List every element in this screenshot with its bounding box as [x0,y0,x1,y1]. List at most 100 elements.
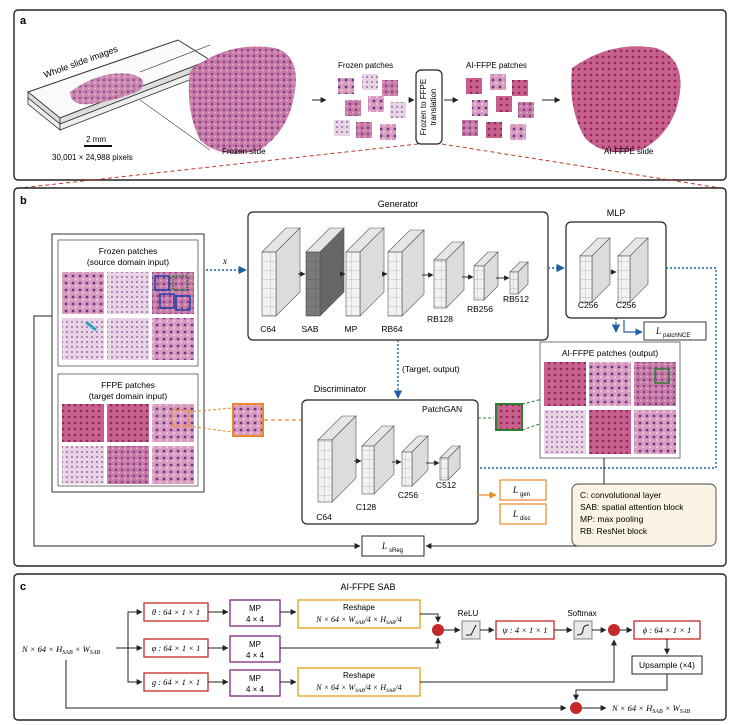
loss-gen-box [499,479,547,501]
whole-slide-stack [26,39,212,151]
ffpe-input-subtitle: (target domain input) [89,391,168,401]
generator-label-rb64: RB64 [381,324,403,334]
loss-gen-symbol: L [512,485,518,495]
disc-block-c64 [317,415,357,503]
multiply-node [608,624,620,636]
translation-box [415,69,443,145]
g-label: g : 64 × 1 × 1 [152,677,200,687]
frozen-patches-grid [334,74,406,140]
reshape-top-title: Reshape [343,603,376,612]
sab-title: AI-FFPE SAB [340,582,395,592]
residual-line [65,660,567,711]
disc-label-c256: C256 [398,490,419,500]
mlp-return-line [478,267,717,469]
ffpe-input-title: FFPE patches [101,380,155,390]
sab-input-label: N × 64 × HSAB × WSAB [21,644,100,656]
reshape-bottom-title: Reshape [343,671,376,680]
mp-phi-size: 4 × 4 [246,651,265,660]
generator-block-sab [305,227,345,317]
disc-block-c128 [361,425,395,495]
loss-gen-sub: gen [520,492,530,498]
panel-b-letter: b [20,195,27,207]
panel-c-letter: c [20,581,26,593]
x-label: x [222,256,227,266]
pixel-dimensions: 30,001 × 24,988 pixels [52,153,133,162]
mlp-block-1 [579,237,611,303]
panel-a-letter: a [20,15,27,27]
reshape-bottom-dims: N × 64 × WSAB/4 × HSAB/4 [315,683,401,694]
add-node-1 [432,624,444,636]
loss-disc-symbol: L [512,509,518,519]
reshape-top-dims: N × 64 × WSAB/4 × HSAB/4 [315,615,401,626]
generator-label-rb256: RB256 [467,304,493,314]
loss-patchnce-sub: patchNCE [663,333,690,339]
relu-label: ReLU [458,609,479,618]
generator-block-rb512 [509,261,529,295]
reshape-bottom-box [297,667,421,697]
sab-output-label: N × 64 × HSAB × WSAB [611,703,690,715]
legend-item-c: C: convolutional layer [580,490,661,500]
softmax-icon [576,624,590,636]
relu-box [461,620,481,640]
generator-label-rb512: RB512 [503,294,529,304]
panel-c-frame [13,573,727,721]
legend-box [571,483,717,547]
panel-b-frame [13,187,727,567]
loss-sreg-sub: sReg [389,548,403,554]
discriminator-title: Discriminator [314,384,367,394]
frozen-input-title: Frozen patches [99,246,158,256]
loss-patchnce-box [643,321,707,341]
mlp-title: MLP [607,208,626,218]
legend-item-sab: SAB: spatial attention block [580,502,684,512]
frozen-input-patches [62,272,194,360]
mlp-label-1: C256 [578,300,599,310]
panel-b: b Frozen patches (source domain input) F… [13,187,727,567]
mp-phi-label: MP [249,640,261,649]
mp-theta-label: MP [249,604,261,613]
mp-g-label: MP [249,674,261,683]
patchgan-label: PatchGAN [422,404,462,414]
tissue-on-slide [70,73,144,105]
legend-item-rb: RB: ResNet block [580,526,648,536]
mlp-label-2: C256 [616,300,637,310]
relu-icon [466,624,477,636]
translation-line1: Frozen to FFPE [419,79,428,135]
mlp-blocks: C256 C256 [578,237,649,310]
loss-disc-sub: disc [520,516,531,522]
generator-block-rb256 [473,251,499,301]
panel-a: a Whole slide images 2 mm 30,001 × 24,98… [13,9,727,189]
zoom-line-right [441,143,721,189]
zoom-line-left [19,143,419,189]
legend-item-mp: MP: max pooling [580,514,644,524]
mp-theta-size: 4 × 4 [246,615,265,624]
generator-block-c64 [261,227,301,317]
mp-g-size: 4 × 4 [246,685,265,694]
mp-phi-box [229,635,281,663]
mp-g-box [229,669,281,697]
inputs-box [51,233,205,493]
panel-c: c AI-FFPE SAB N × 64 × HSAB × WSAB θ : 6… [13,573,727,721]
aiffpe-patches-grid [462,74,534,140]
disc-label-c512: C512 [436,480,457,490]
disc-block-c256 [401,435,429,487]
loss-sreg-symbol: L [381,541,387,551]
phi-out-label: ϕ : 64 × 1 × 1 [643,625,691,635]
frozen-input-subtitle: (source domain input) [87,257,169,267]
ffpe-input-patches [62,404,194,484]
loss-patchnce-symbol: L [655,326,661,336]
frozen-slide-image [188,46,296,154]
panel-a-frame [13,9,727,181]
scale-bar-label: 2 mm [86,135,106,144]
frozen-slide-label: Frozen slide [222,147,266,156]
frozen-patches-label: Frozen patches [338,61,393,70]
disc-label-c64: C64 [316,512,332,522]
generator-title: Generator [378,199,419,209]
generator-label-sab: SAB [301,324,318,334]
generator-block-rb64 [387,229,425,317]
loss-disc-box [499,503,547,525]
output-patches-title: AI-FFPE patches (output) [562,348,659,358]
aiffpe-slide-label: AI-FFPE slide [604,147,654,156]
add-node-output [570,702,582,714]
softmax-label: Softmax [567,609,596,618]
